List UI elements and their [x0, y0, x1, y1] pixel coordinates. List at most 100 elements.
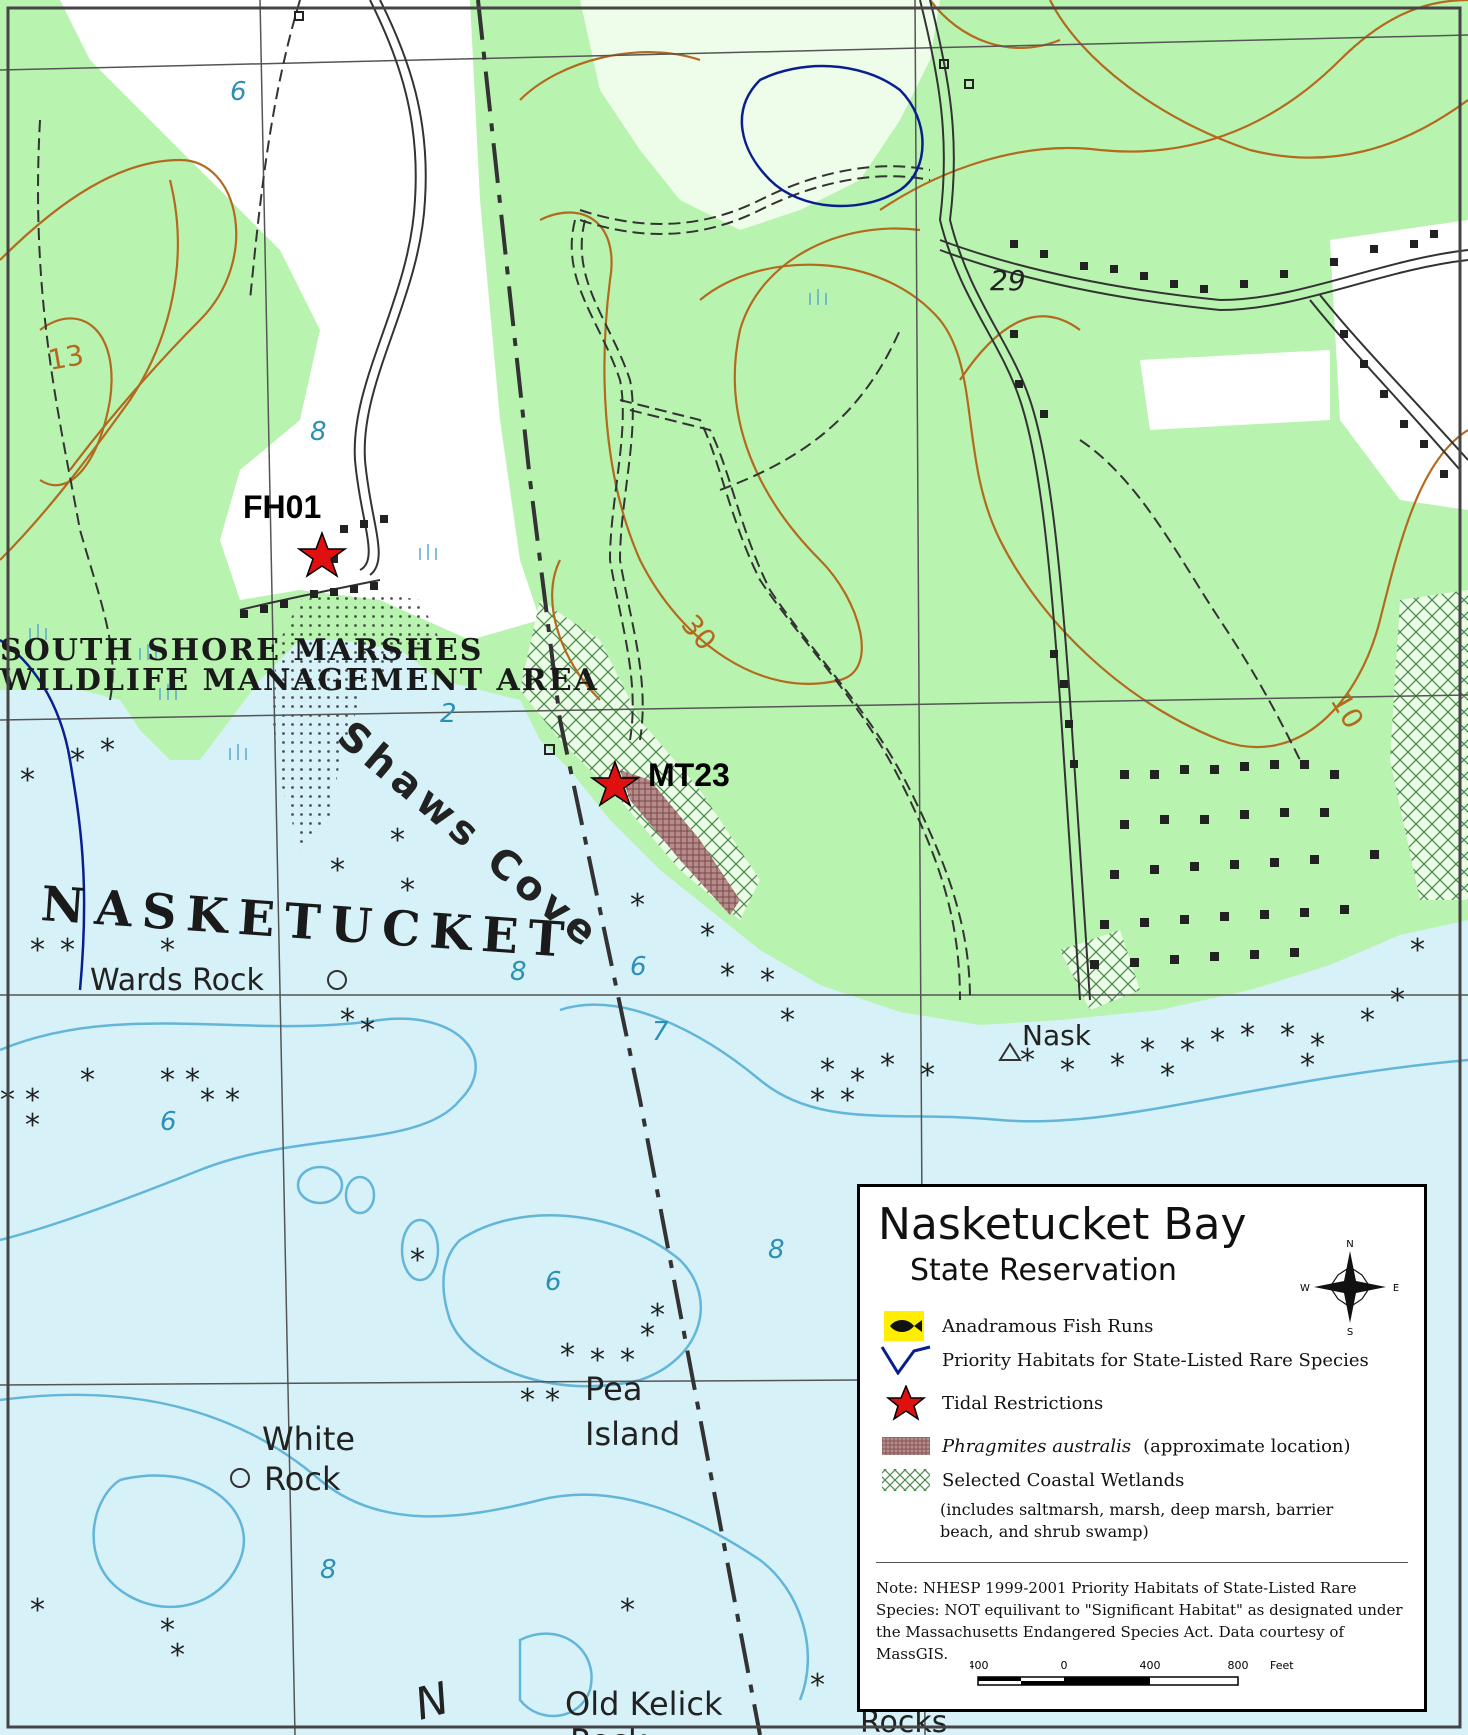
cleared-area-west	[60, 0, 540, 640]
scale-bar: 400 0 400 800 Feet	[970, 1659, 1294, 1686]
town-boundary-line	[476, 0, 762, 1735]
compass-s: S	[1347, 1327, 1353, 1337]
svg-text:*: *	[520, 1383, 535, 1418]
svg-text:*: *	[1180, 1033, 1195, 1068]
svg-text:*: *	[160, 933, 175, 968]
red-star-icon	[885, 1385, 927, 1421]
legend-label-phragmites-italic: Phragmites australis	[942, 1435, 1132, 1457]
svg-text:*: *	[410, 1243, 425, 1278]
coastal-wetland-east	[1390, 590, 1468, 900]
svg-text:*: *	[360, 1013, 375, 1048]
compass-w: W	[1300, 1283, 1310, 1294]
svg-text:*: *	[880, 1048, 895, 1083]
svg-text:*: *	[100, 733, 115, 768]
svg-text:*: *	[1020, 1043, 1035, 1078]
legend-label-phragmites: (approximate location)	[1143, 1435, 1351, 1457]
svg-text:*: *	[160, 1063, 175, 1098]
pea-label: Pea	[585, 1370, 642, 1408]
svg-text:*: *	[545, 1383, 560, 1418]
depth-sounding: 8	[310, 417, 327, 447]
svg-text:*: *	[1160, 1058, 1175, 1093]
site-label-fh01: FH01	[243, 489, 321, 525]
legend-item-wetlands: Selected Coastal Wetlands	[880, 1465, 1184, 1495]
svg-text:*: *	[650, 1298, 665, 1333]
fish-icon	[884, 1311, 924, 1341]
svg-text:*: *	[700, 918, 715, 953]
priority-habitat-line-icon	[880, 1345, 931, 1375]
svg-text:*: *	[720, 958, 735, 993]
tidal-restriction-star-icon	[296, 530, 348, 578]
tidal-restriction-star-icon	[589, 759, 641, 807]
svg-text:*: *	[620, 1593, 635, 1628]
map-frame	[6, 6, 1462, 1729]
svg-text:*: *	[170, 1638, 185, 1673]
marsh-symbols	[29, 289, 827, 760]
svg-text:*: *	[630, 888, 645, 923]
wards-rock-icon	[327, 970, 347, 990]
svg-text:*: *	[340, 1003, 355, 1038]
depth-sounding: 8	[768, 1235, 785, 1265]
wards-rock-label: Wards Rock	[90, 963, 264, 998]
legend-label-fish: Anadramous Fish Runs	[942, 1315, 1154, 1337]
buildings	[240, 11, 1448, 969]
svg-text:*: *	[920, 1058, 935, 1093]
svg-text:*: *	[25, 1108, 40, 1143]
compass-e: E	[1393, 1283, 1399, 1294]
cleared-area-north	[580, 0, 940, 230]
depth-contours	[0, 1003, 1468, 1718]
depth-sounding: 6	[630, 952, 647, 982]
svg-text:*: *	[80, 1063, 95, 1098]
svg-text:*: *	[390, 823, 405, 858]
svg-text:*: *	[1280, 1018, 1295, 1053]
svg-text:*: *	[1300, 1048, 1315, 1083]
svg-text:*: *	[1210, 1023, 1225, 1058]
phragmites-swatch-icon	[882, 1437, 930, 1455]
legend-subtitle: State Reservation	[910, 1253, 1177, 1288]
svg-text:*: *	[1410, 933, 1425, 968]
contour-label: 13	[45, 338, 86, 377]
svg-text:*: *	[1140, 1033, 1155, 1068]
depth-sounding: 6	[545, 1267, 562, 1297]
rocks-markers: *** *** *** ** *** ** *** *** ** *** ***…	[0, 733, 1425, 1703]
map-legend: Nasketucket Bay State Reservation N S E …	[857, 1184, 1427, 1712]
svg-text:*: *	[70, 743, 85, 778]
scale-tick-label: 400	[970, 1659, 989, 1672]
legend-title: Nasketucket Bay	[878, 1199, 1247, 1250]
svg-text:*: *	[810, 1083, 825, 1118]
legend-item-phragmites: Phragmites australis (approximate locati…	[880, 1431, 1351, 1461]
svg-text:*: *	[820, 1053, 835, 1088]
old-kelick-label: Old Kelick	[565, 1685, 723, 1723]
svg-text:*: *	[160, 1613, 175, 1648]
island-label: Island	[585, 1415, 680, 1453]
route-29-label: 29	[990, 264, 1026, 297]
scale-tick-label: 0	[1061, 1659, 1068, 1672]
svg-text:*: *	[60, 933, 75, 968]
svg-text:*: *	[590, 1343, 605, 1378]
svg-text:*: *	[185, 1063, 200, 1098]
depth-sounding: 7	[652, 1017, 669, 1047]
white-label: White	[262, 1420, 355, 1458]
site-label-mt23: MT23	[648, 757, 730, 793]
depth-sounding: 6	[230, 77, 247, 107]
legend-item-tidal: Tidal Restrictions	[880, 1385, 1103, 1421]
svg-text:*: *	[200, 1083, 215, 1118]
wma-label-line1: SOUTH SHORE MARSHES	[0, 633, 483, 668]
legend-divider	[876, 1562, 1408, 1563]
scale-tick-label: 400	[1140, 1659, 1161, 1672]
cleared-area-east	[1330, 220, 1468, 510]
scale-tick-label: 800	[1228, 1659, 1249, 1672]
depth-sounding: 6	[160, 1107, 177, 1137]
svg-text:*: *	[640, 1318, 655, 1353]
svg-text:*: *	[1390, 983, 1405, 1018]
svg-text:*: *	[620, 1343, 635, 1378]
svg-text:*: *	[1310, 1028, 1325, 1063]
priority-habitat-outline	[0, 64, 924, 991]
legend-label-wetlands: Selected Coastal Wetlands	[942, 1469, 1185, 1491]
legend-note: Note: NHESP 1999-2001 Priority Habitats …	[876, 1579, 1403, 1663]
compass-rose-icon: N S E W	[1300, 1239, 1399, 1337]
depth-sounding: 8	[320, 1555, 337, 1585]
svg-text:*: *	[1360, 1003, 1375, 1038]
phragmites-strip	[620, 770, 740, 915]
roads	[239, 0, 1468, 1001]
